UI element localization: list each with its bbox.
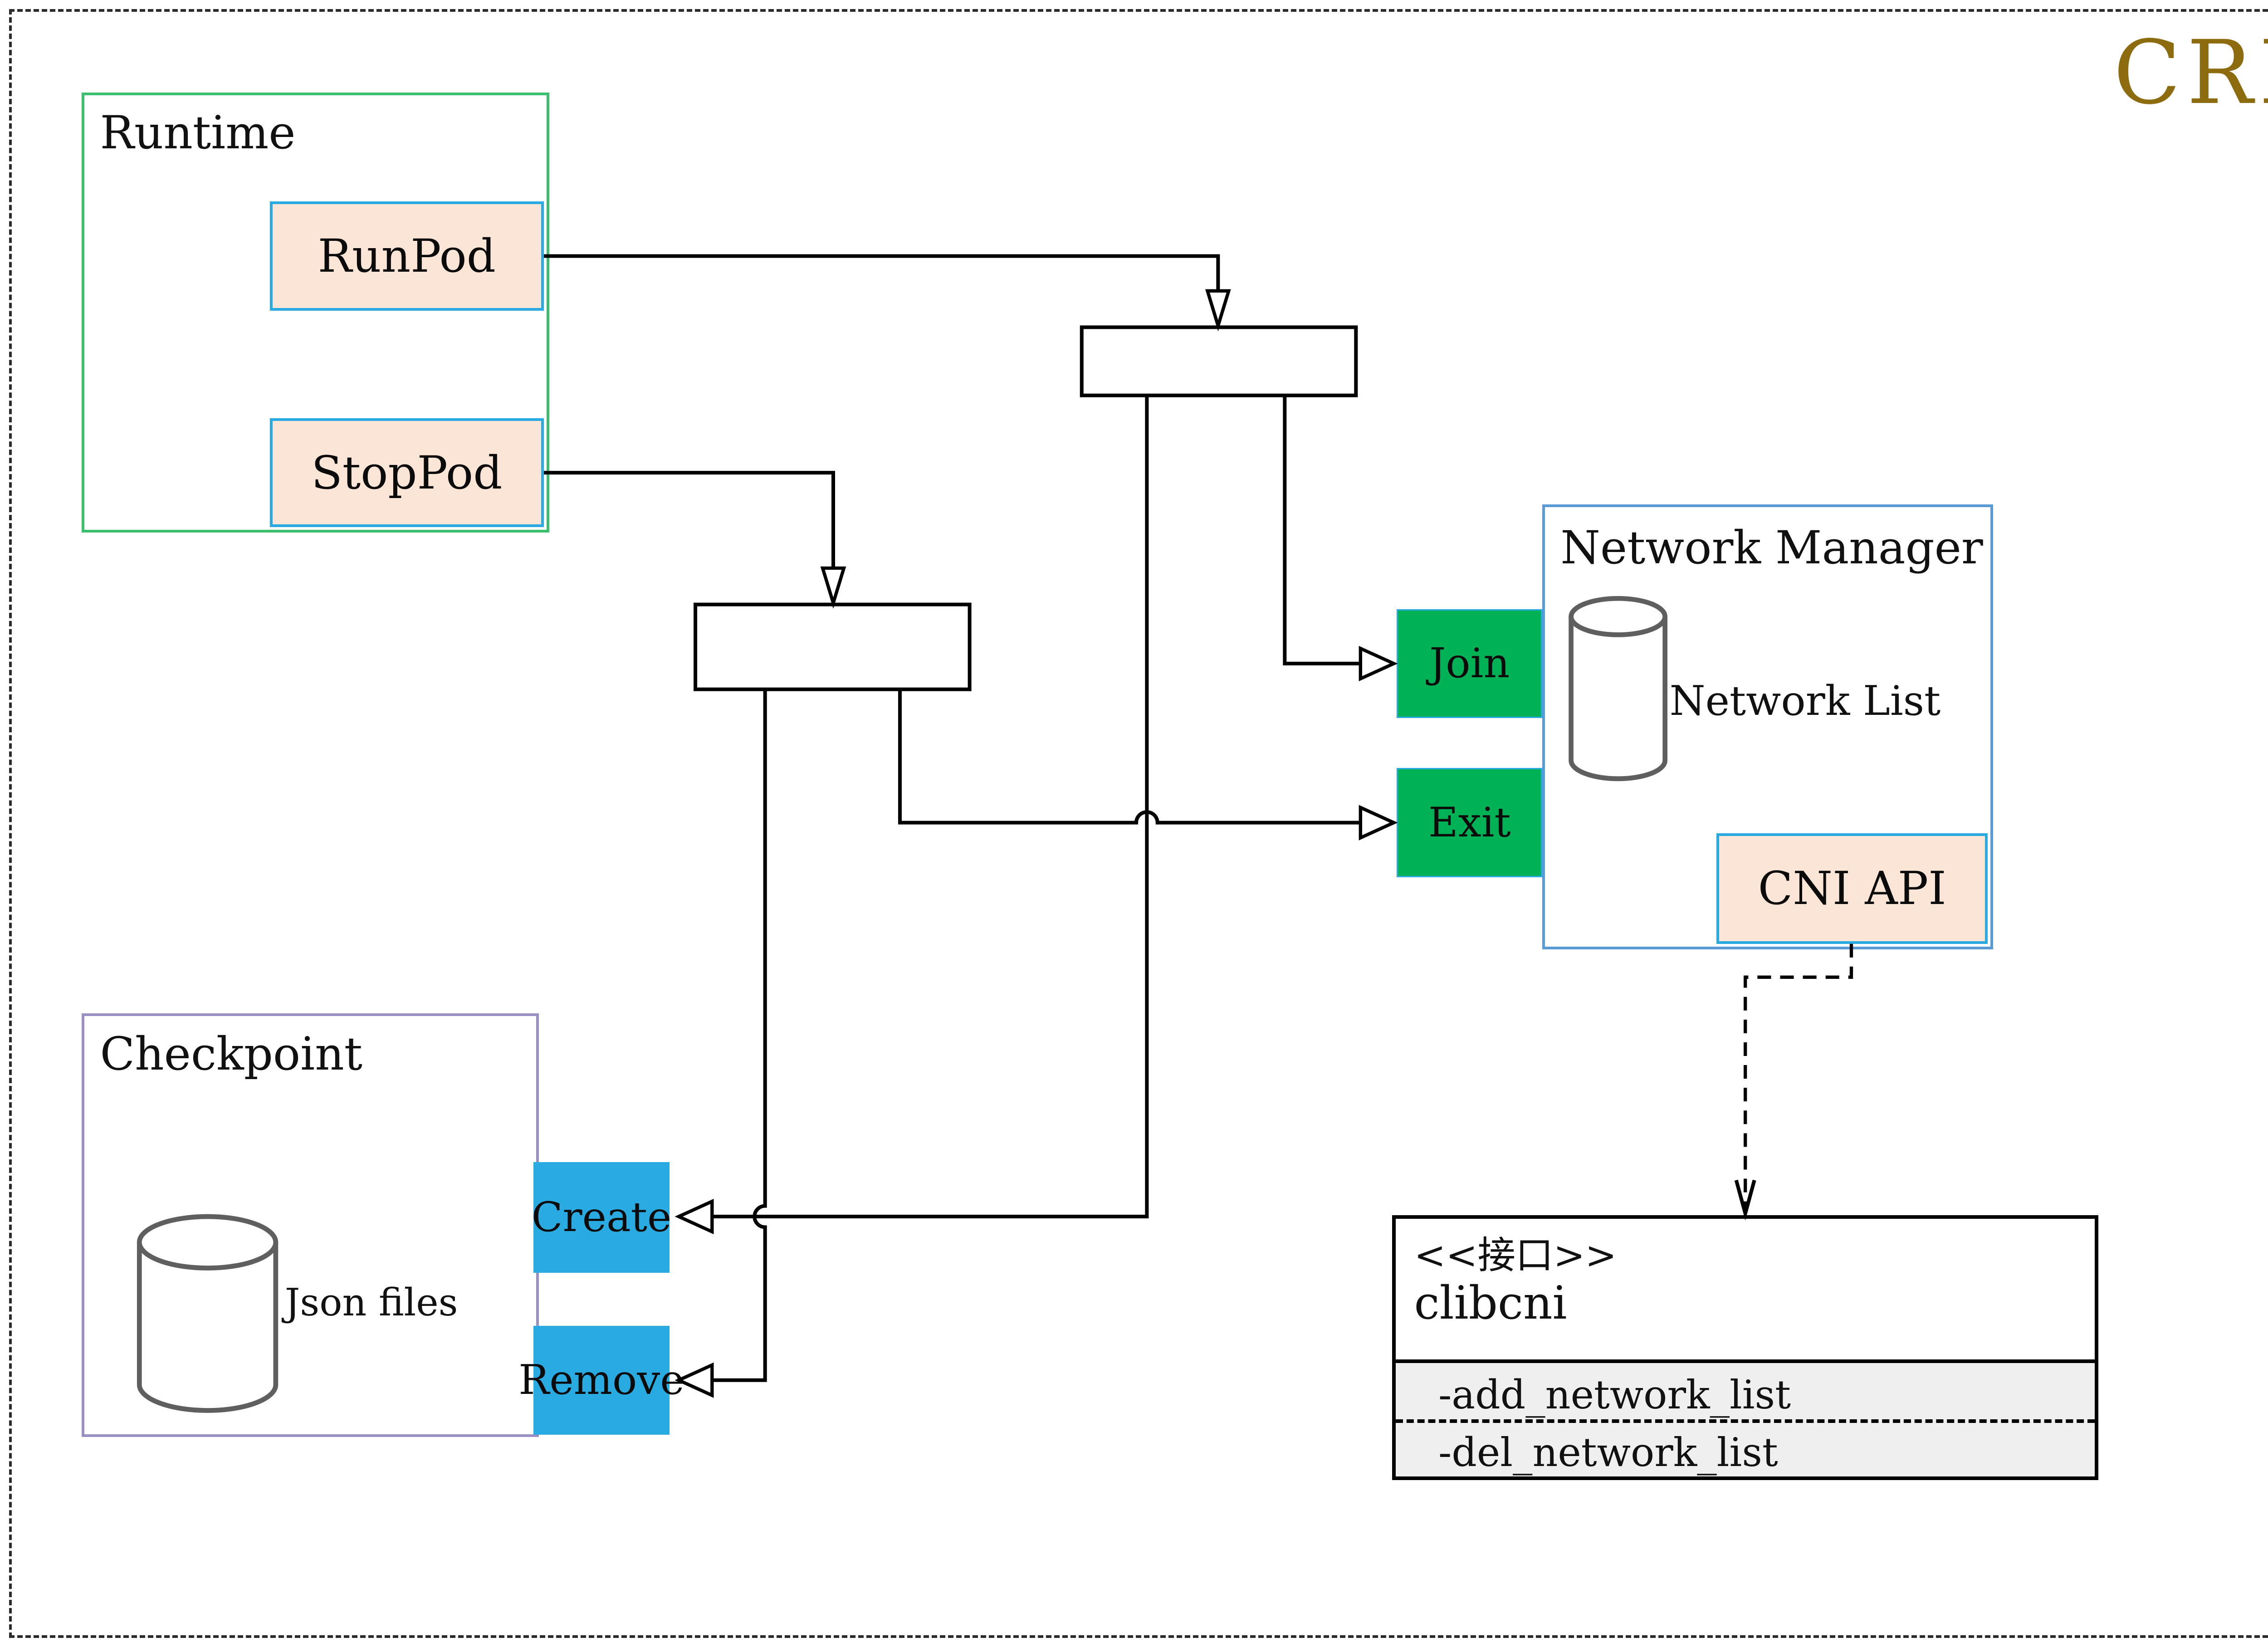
runtime-box [82,92,550,533]
interface-stereotype: <<接口>> [1414,1233,1617,1278]
exit-shape: Exit [1397,768,1543,877]
interface-method-del: -del_network_list [1438,1430,1778,1476]
clibcni-interface-box: <<接口>> clibcni -add_network_list -del_ne… [1392,1215,2098,1481]
json-files-label: Json files [284,1280,458,1325]
remove-shape: Remove [518,1325,684,1435]
runpod-shape: RunPod [269,201,544,311]
network-list-label: Network List [1669,677,1941,725]
network-manager-label: Network Manager [1560,521,1983,574]
cni-api-shape: CNI API [1716,833,1988,944]
join-shape: Join [1397,609,1543,718]
page-dashed-border [9,9,2268,1638]
diagram-title: CRI [2113,21,2268,124]
method-divider [1396,1419,2095,1424]
interface-name: clibcni [1414,1276,1567,1329]
interface-method-add: -add_network_list [1438,1372,1791,1418]
checkpoint-label: Checkpoint [100,1027,363,1080]
interface-methods-section: -add_network_list -del_network_list [1396,1359,2095,1477]
stoppod-shape: StopPod [269,418,544,528]
runtime-label: Runtime [100,106,296,159]
create-shape: Create [532,1162,671,1273]
